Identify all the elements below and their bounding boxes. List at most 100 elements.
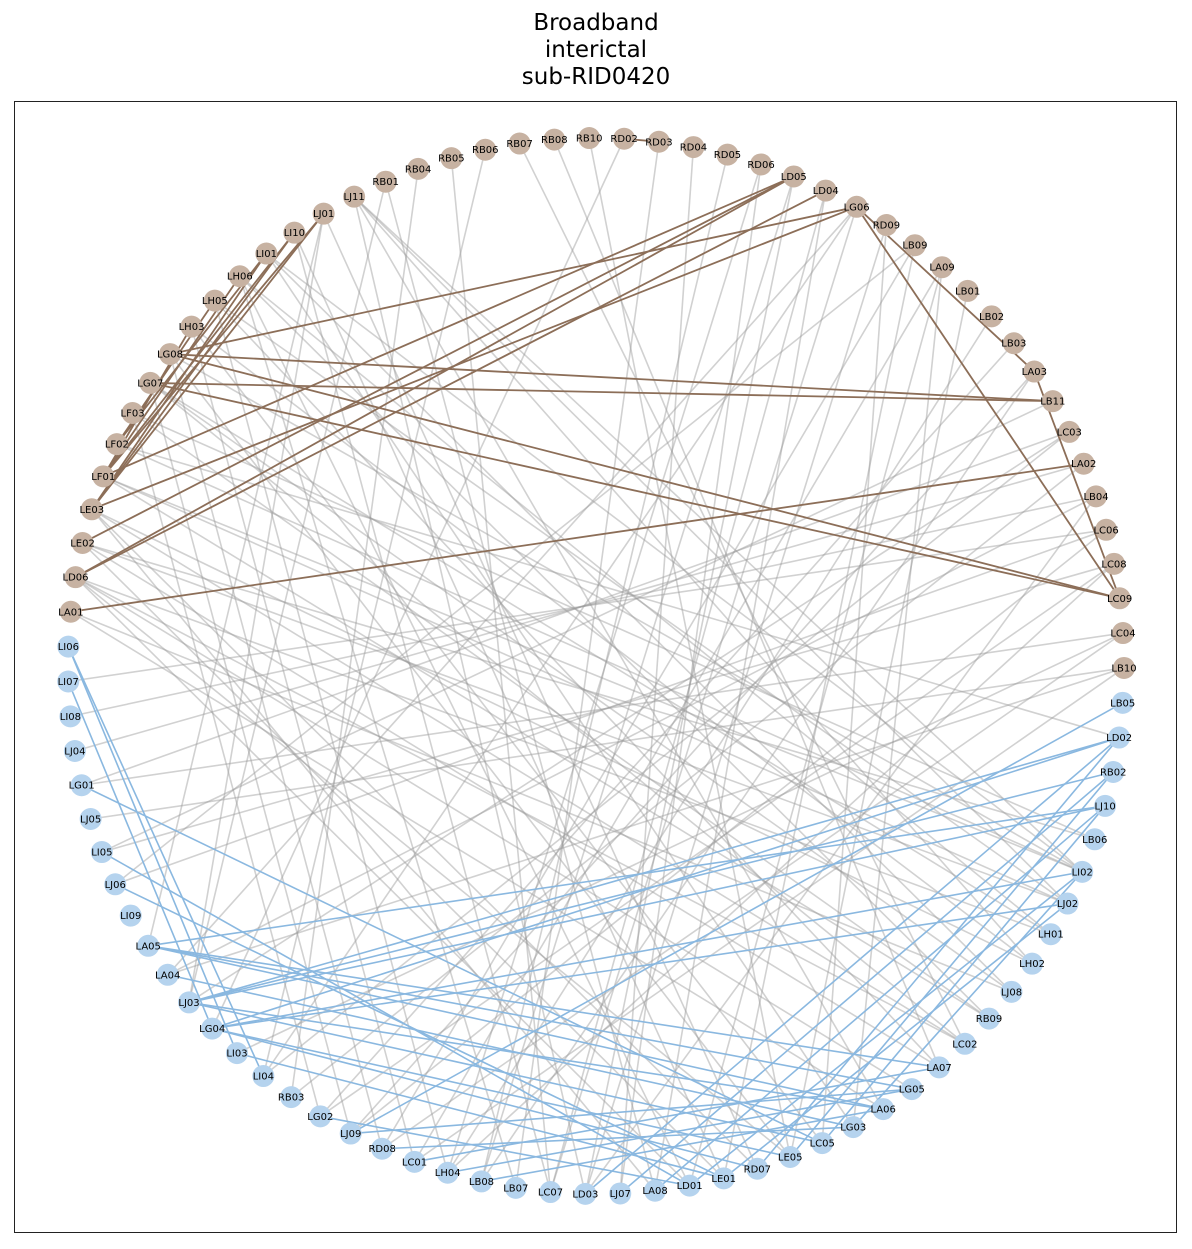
- cross-edge: [353, 196, 1033, 965]
- cross-edge: [265, 252, 1083, 873]
- node-label: LC04: [1110, 629, 1135, 640]
- lower-edge: [619, 771, 1114, 1195]
- cross-edge: [549, 190, 827, 1193]
- cross-edge: [319, 563, 1115, 1117]
- upper-edge: [75, 175, 795, 578]
- cross-edge: [167, 667, 1125, 976]
- node-label: LE01: [711, 1174, 736, 1185]
- node-label: LC08: [1101, 559, 1126, 570]
- node: [71, 531, 94, 554]
- node-label: RD04: [680, 143, 707, 154]
- node: [508, 132, 531, 155]
- cross-edge: [74, 462, 1084, 752]
- upper-edge: [150, 382, 1120, 600]
- cross-edge: [191, 325, 1033, 965]
- node: [139, 371, 162, 394]
- cross-edge: [381, 632, 1124, 1150]
- node: [1108, 726, 1131, 749]
- node-label: RB03: [278, 1093, 305, 1104]
- node-label: LI01: [256, 249, 277, 260]
- node: [1002, 332, 1025, 355]
- node: [903, 234, 926, 257]
- node: [280, 1086, 303, 1109]
- cross-edge: [584, 176, 795, 1195]
- upper-edge: [102, 232, 296, 477]
- cross-edge: [293, 232, 725, 1179]
- node-label: LA01: [58, 607, 83, 618]
- cross-edge: [290, 168, 419, 1098]
- cross-edge: [68, 529, 1107, 683]
- node-label: LC07: [538, 1188, 563, 1199]
- node: [1000, 980, 1023, 1003]
- node: [1041, 390, 1064, 413]
- node: [119, 904, 142, 927]
- node: [201, 1017, 224, 1040]
- cross-edge: [262, 206, 858, 1077]
- cross-edge: [101, 400, 1054, 853]
- node: [956, 279, 979, 302]
- cross-edge: [619, 147, 695, 1194]
- node: [779, 1145, 802, 1168]
- cross-edge: [211, 138, 625, 1029]
- cross-edge: [852, 267, 943, 1128]
- cross-edge: [236, 632, 1124, 1054]
- lower-edge: [167, 973, 854, 1128]
- node: [403, 1150, 426, 1173]
- node-label: LB10: [1111, 663, 1136, 674]
- cross-edge: [239, 275, 1052, 935]
- node-label: LB09: [902, 241, 927, 252]
- node: [374, 170, 397, 193]
- lower-edge: [101, 851, 690, 1187]
- node: [203, 289, 226, 312]
- cross-edge: [239, 275, 990, 1020]
- node: [59, 705, 82, 728]
- node: [90, 841, 113, 864]
- node-label: LA08: [642, 1186, 667, 1197]
- node-label: LA05: [136, 941, 161, 952]
- node: [137, 934, 160, 957]
- cross-edge: [167, 206, 858, 976]
- upper-edge: [91, 253, 268, 510]
- node-label: RD08: [368, 1144, 395, 1155]
- cross-edge: [290, 463, 1085, 1098]
- node: [80, 498, 103, 521]
- plot-frame: [14, 101, 1177, 1233]
- node-label: LB06: [1082, 835, 1107, 846]
- cross-edge: [480, 154, 729, 1182]
- node: [1072, 452, 1095, 475]
- node-label: RB01: [372, 177, 399, 188]
- node-label: LG07: [137, 378, 163, 389]
- node: [750, 153, 773, 176]
- lower-edge: [689, 871, 1083, 1187]
- node: [716, 143, 739, 166]
- node-label: LI07: [58, 677, 79, 688]
- node: [814, 179, 837, 202]
- node-label: LA06: [870, 1105, 895, 1116]
- lower-edge: [211, 1027, 791, 1158]
- node-label: LJ01: [313, 209, 334, 220]
- node: [440, 147, 463, 170]
- lower-edge: [188, 736, 1120, 1004]
- node-label: RD06: [747, 160, 774, 171]
- cross-edge: [553, 139, 940, 1068]
- cross-edge: [188, 181, 387, 1003]
- node-label: LE03: [79, 505, 104, 516]
- node-label: LC05: [810, 1139, 835, 1150]
- upper-edge: [91, 232, 296, 510]
- lower-edge: [584, 736, 1120, 1195]
- node: [64, 566, 87, 589]
- node: [228, 265, 251, 288]
- lower-edge: [81, 784, 823, 1144]
- node-label: RD03: [645, 137, 672, 148]
- node-label: LD01: [677, 1181, 703, 1192]
- cross-edge: [190, 326, 416, 1163]
- lower-edge: [148, 945, 912, 1090]
- node-label: LD04: [813, 186, 839, 197]
- node-label: LB01: [955, 286, 980, 297]
- node-label: LB07: [503, 1183, 528, 1194]
- node-label: LJ05: [80, 814, 101, 825]
- node: [978, 1007, 1001, 1030]
- cross-edge: [82, 542, 1095, 841]
- node: [1108, 587, 1131, 610]
- node-label: LJ02: [1057, 899, 1078, 910]
